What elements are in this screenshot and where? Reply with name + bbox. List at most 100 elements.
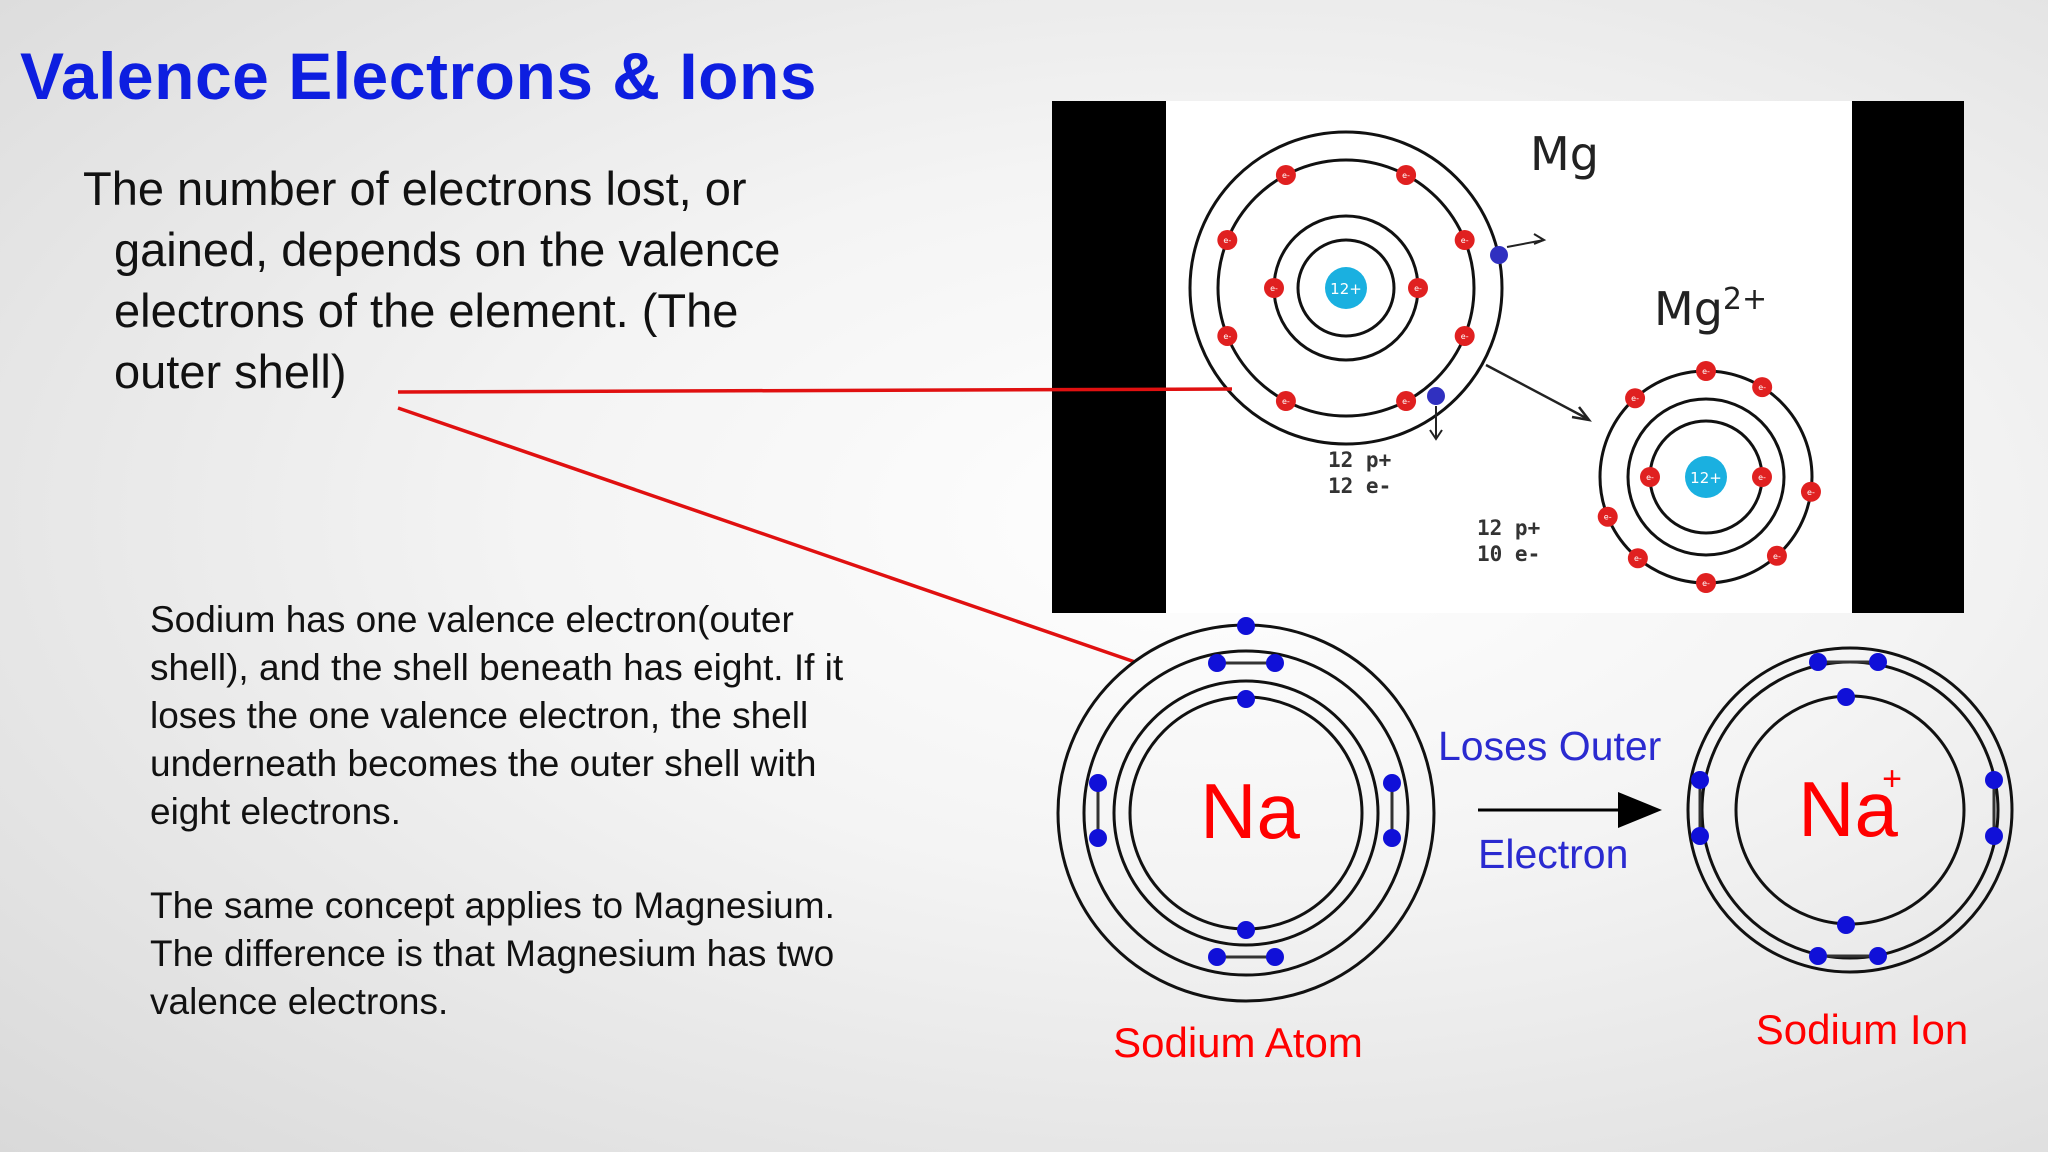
mg-ion-charge: 2+	[1723, 282, 1767, 317]
mg-ion-symbol: Mg	[1654, 282, 1723, 336]
nucleus-label: 12+	[1690, 469, 1722, 487]
electron	[1837, 916, 1855, 934]
electron	[1208, 948, 1226, 966]
arrow-label-top: Loses Outer	[1438, 723, 1661, 769]
electron-label: e-	[1282, 171, 1290, 180]
mg-atom-electrons-count: 12 e-	[1328, 474, 1391, 498]
sodium-paragraph: Sodium has one valence electron(outer sh…	[150, 596, 920, 836]
paragraph-line: shell), and the shell beneath has eight.…	[150, 647, 844, 688]
electron-label: e-	[1270, 284, 1278, 293]
electron	[1217, 230, 1238, 251]
electron-label: e-	[1223, 332, 1231, 341]
paragraph-line: underneath becomes the outer shell with	[150, 743, 817, 784]
electron-label: e-	[1758, 383, 1766, 392]
paragraph-line: loses the one valence electron, the shel…	[150, 695, 809, 736]
na-atom-symbol: Na	[1200, 767, 1300, 855]
sodium-atom-caption: Sodium Atom	[1113, 1019, 1363, 1066]
electron-label: e-	[1282, 397, 1290, 406]
intro-line: electrons of the element. (The	[114, 284, 739, 337]
electron-label: e-	[1634, 554, 1642, 563]
electron	[1383, 774, 1401, 792]
sodium-atom: Na	[1056, 623, 1436, 1003]
electron	[1237, 617, 1255, 635]
nucleus	[1325, 267, 1367, 309]
electron	[1752, 377, 1773, 398]
mg-ion-label: Mg2+	[1654, 282, 1767, 336]
intro-line: gained, depends on the valence	[114, 223, 781, 276]
electron	[1217, 325, 1238, 346]
arrow-label-bottom: Electron	[1478, 831, 1628, 877]
mg-atom-electrons: e-e-e-e-e-e-e-e-e-e-	[1217, 164, 1475, 412]
electron	[1766, 545, 1787, 566]
electron-label: e-	[1702, 579, 1710, 588]
na-atom-electrons	[1089, 617, 1401, 966]
mg-atom-protons: 12 p+	[1328, 448, 1391, 472]
sodium-ion-caption: Sodium Ion	[1756, 1006, 1968, 1053]
electron-label: e-	[1461, 236, 1469, 245]
electron	[1383, 829, 1401, 847]
intro-line: outer shell)	[114, 345, 347, 398]
na-ion-symbol: Na	[1798, 765, 1898, 853]
mg-outgoing-electrons	[1427, 233, 1547, 441]
pointer-line	[397, 387, 1233, 394]
electron	[1396, 391, 1417, 412]
electron-label: e-	[1402, 171, 1410, 180]
na-ion-electrons	[1691, 653, 2003, 965]
electron	[1869, 947, 1887, 965]
electron	[1869, 653, 1887, 671]
mg-ion-electrons-count: 10 e-	[1477, 542, 1540, 566]
electron-label: e-	[1807, 488, 1815, 497]
mg-atom-label: Mg	[1530, 127, 1599, 181]
electron-label: e-	[1631, 394, 1639, 403]
paragraph-line: eight electrons.	[150, 791, 401, 832]
mg-ion-protons: 12 p+	[1477, 516, 1540, 540]
electron	[1627, 548, 1648, 569]
paragraph-line: Sodium has one valence electron(outer	[150, 599, 794, 640]
transition-arrow	[1485, 363, 1589, 421]
black-bar-left	[1052, 101, 1166, 613]
electron	[1625, 388, 1646, 409]
magnesium-paragraph: The same concept applies to Magnesium. T…	[150, 882, 920, 1026]
electron	[1264, 278, 1284, 298]
electron	[1275, 391, 1296, 412]
electron-label: e-	[1604, 513, 1612, 522]
electron	[1985, 771, 2003, 789]
electron	[1237, 921, 1255, 939]
electron	[1266, 948, 1284, 966]
electron-label: e-	[1646, 473, 1654, 482]
electron	[1809, 947, 1827, 965]
electron-label: e-	[1402, 397, 1410, 406]
electron	[1696, 361, 1716, 381]
nucleus	[1685, 456, 1727, 498]
electron-label: e-	[1414, 284, 1422, 293]
paragraph-line: valence electrons.	[150, 981, 449, 1022]
electron	[1985, 827, 2003, 845]
electron	[1454, 230, 1475, 251]
electron	[1809, 653, 1827, 671]
na-ion-charge: +	[1882, 760, 1902, 798]
black-bar-right	[1852, 101, 1964, 613]
electron	[1640, 467, 1660, 487]
electron	[1408, 278, 1428, 298]
leaving-electron	[1427, 387, 1445, 405]
electron	[1454, 325, 1475, 346]
electron	[1597, 506, 1618, 527]
electron	[1208, 654, 1226, 672]
paragraph-line: The same concept applies to Magnesium.	[150, 885, 835, 926]
nucleus-label: 12+	[1330, 280, 1362, 298]
electron	[1275, 164, 1296, 185]
slide-title: Valence Electrons & Ions	[20, 39, 817, 113]
paragraph-line: The difference is that Magnesium has two	[150, 933, 835, 974]
electron	[1800, 481, 1821, 502]
electron-label: e-	[1461, 332, 1469, 341]
electron	[1089, 774, 1107, 792]
intro-text: The number of electrons lost, or gained,…	[83, 158, 863, 402]
electron	[1266, 654, 1284, 672]
arrow-head	[1618, 792, 1662, 828]
leaving-electron	[1490, 246, 1508, 264]
magnesium-diagram: 12+ e-e-e-e-e-e-e-e-e-e- 12+ e-e-e-e-e-e…	[1052, 101, 1964, 613]
sodium-ion: Na +	[1686, 646, 2014, 974]
pointer-line	[397, 406, 1136, 664]
intro-line: The number of electrons lost, or	[83, 162, 747, 215]
